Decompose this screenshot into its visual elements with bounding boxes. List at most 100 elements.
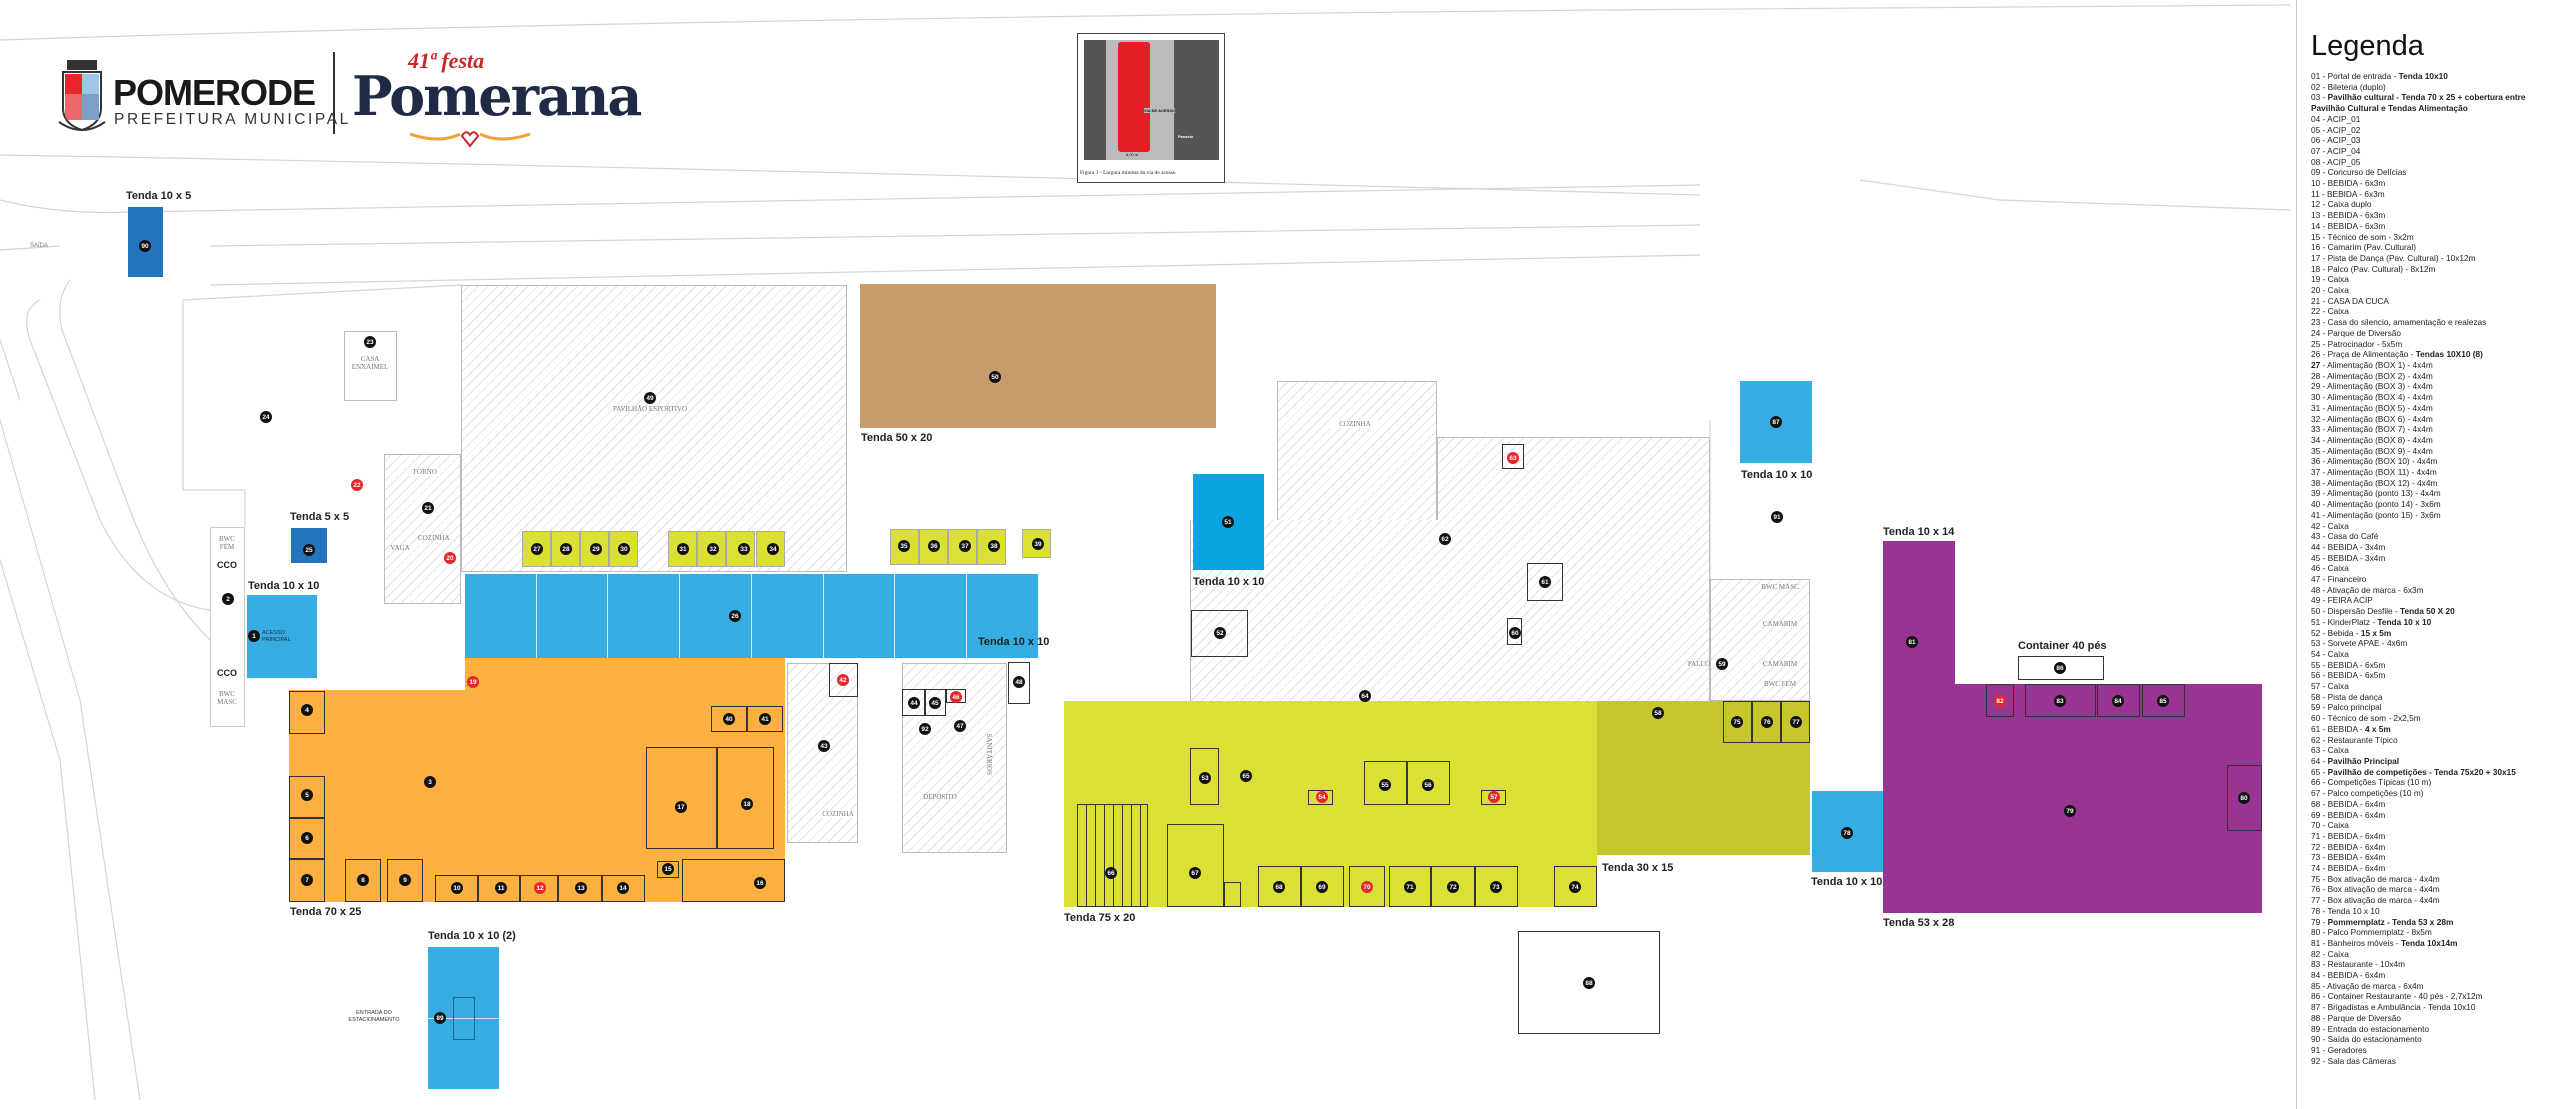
map-marker-61[interactable]: 61	[1539, 576, 1551, 588]
map-marker-68[interactable]: 68	[1273, 881, 1285, 893]
map-marker-8[interactable]: 8	[357, 874, 369, 886]
map-marker-46[interactable]: 46	[950, 691, 962, 703]
map-marker-13[interactable]: 13	[575, 882, 587, 894]
map-marker-64[interactable]: 64	[1359, 690, 1371, 702]
stand-outline	[345, 859, 381, 902]
map-marker-26[interactable]: 26	[729, 610, 741, 622]
map-marker-66[interactable]: 66	[1105, 867, 1117, 879]
map-marker-87[interactable]: 87	[1770, 416, 1782, 428]
map-marker-12[interactable]: 12	[534, 882, 546, 894]
map-marker-53[interactable]: 53	[1199, 772, 1211, 784]
map-marker-48[interactable]: 48	[1013, 676, 1025, 688]
map-marker-32[interactable]: 32	[707, 543, 719, 555]
map-marker-10[interactable]: 10	[451, 882, 463, 894]
map-marker-29[interactable]: 29	[590, 543, 602, 555]
map-marker-52[interactable]: 52	[1214, 627, 1226, 639]
map-marker-56[interactable]: 56	[1422, 779, 1434, 791]
map-marker-24[interactable]: 24	[260, 411, 272, 423]
map-marker-57[interactable]: 57	[1488, 791, 1500, 803]
map-marker-41[interactable]: 41	[759, 713, 771, 725]
map-marker-63[interactable]: 63	[1507, 452, 1519, 464]
legend-number: 16	[2311, 242, 2321, 253]
map-marker-62[interactable]: 62	[1439, 533, 1451, 545]
map-marker-40[interactable]: 40	[723, 713, 735, 725]
map-marker-21[interactable]: 21	[422, 502, 434, 514]
map-marker-16[interactable]: 16	[754, 877, 766, 889]
map-marker-11[interactable]: 11	[495, 882, 507, 894]
map-marker-83[interactable]: 83	[2054, 695, 2066, 707]
map-marker-22[interactable]: 22	[351, 479, 363, 491]
map-marker-19[interactable]: 19	[467, 676, 479, 688]
legend-bold-text: Pavilhão de competições - Tenda 75x20 + …	[2327, 766, 2516, 777]
map-marker-76[interactable]: 76	[1761, 716, 1773, 728]
map-marker-35[interactable]: 35	[898, 540, 910, 552]
map-marker-89[interactable]: 89	[434, 1012, 446, 1024]
map-marker-77[interactable]: 77	[1790, 716, 1802, 728]
map-marker-43[interactable]: 43	[818, 740, 830, 752]
map-marker-25[interactable]: 25	[303, 544, 315, 556]
legend-number: 73	[2311, 852, 2321, 863]
map-marker-50[interactable]: 50	[989, 371, 1001, 383]
map-marker-9[interactable]: 9	[399, 874, 411, 886]
map-marker-80[interactable]: 80	[2238, 792, 2250, 804]
map-marker-67[interactable]: 67	[1189, 867, 1201, 879]
map-marker-5[interactable]: 5	[301, 789, 313, 801]
map-marker-70[interactable]: 70	[1361, 881, 1373, 893]
legend-item-17: 17 - Pista de Dança (Pav. Cultural) - 10…	[2311, 252, 2476, 263]
legend-text: Alimentação (BOX 2) - 4x4m	[2327, 370, 2433, 381]
map-marker-44[interactable]: 44	[908, 697, 920, 709]
map-marker-73[interactable]: 73	[1490, 881, 1502, 893]
map-marker-15[interactable]: 15	[662, 863, 674, 875]
map-marker-2[interactable]: 2	[222, 593, 234, 605]
map-marker-92[interactable]: 92	[919, 723, 931, 735]
map-marker-45[interactable]: 45	[929, 697, 941, 709]
map-marker-59[interactable]: 59	[1716, 658, 1728, 670]
map-marker-84[interactable]: 84	[2112, 695, 2124, 707]
map-marker-38[interactable]: 38	[988, 540, 1000, 552]
map-marker-74[interactable]: 74	[1569, 881, 1581, 893]
map-marker-27[interactable]: 27	[531, 543, 543, 555]
map-marker-49[interactable]: 49	[644, 392, 656, 404]
map-marker-6[interactable]: 6	[301, 832, 313, 844]
map-marker-33[interactable]: 33	[738, 543, 750, 555]
map-marker-69[interactable]: 69	[1316, 881, 1328, 893]
legend-text: BEBIDA - 3x4m	[2327, 541, 2386, 552]
map-marker-1[interactable]: 1	[248, 630, 260, 642]
map-marker-14[interactable]: 14	[617, 882, 629, 894]
map-marker-31[interactable]: 31	[677, 543, 689, 555]
map-marker-54[interactable]: 54	[1316, 791, 1328, 803]
map-marker-58[interactable]: 58	[1652, 707, 1664, 719]
map-marker-85[interactable]: 85	[2157, 695, 2169, 707]
map-marker-88[interactable]: 88	[1583, 977, 1595, 989]
map-marker-7[interactable]: 7	[301, 874, 313, 886]
map-marker-72[interactable]: 72	[1447, 881, 1459, 893]
map-marker-51[interactable]: 51	[1222, 516, 1234, 528]
map-marker-18[interactable]: 18	[741, 798, 753, 810]
map-marker-28[interactable]: 28	[560, 543, 572, 555]
map-marker-75[interactable]: 75	[1731, 716, 1743, 728]
map-marker-79[interactable]: 79	[2064, 805, 2076, 817]
map-marker-55[interactable]: 55	[1379, 779, 1391, 791]
map-marker-81[interactable]: 81	[1906, 636, 1918, 648]
map-marker-65[interactable]: 65	[1240, 770, 1252, 782]
map-marker-60[interactable]: 60	[1509, 627, 1521, 639]
map-marker-91[interactable]: 91	[1771, 511, 1783, 523]
map-marker-34[interactable]: 34	[767, 543, 779, 555]
map-marker-37[interactable]: 37	[959, 540, 971, 552]
map-marker-86[interactable]: 86	[2054, 662, 2066, 674]
map-marker-23[interactable]: 23	[364, 336, 376, 348]
map-marker-17[interactable]: 17	[675, 801, 687, 813]
map-marker-42[interactable]: 42	[837, 674, 849, 686]
map-marker-39[interactable]: 39	[1032, 538, 1044, 550]
map-marker-78[interactable]: 78	[1841, 827, 1853, 839]
legend-item-76: 76 - Box ativação de marca - 4x4m	[2311, 884, 2440, 895]
map-marker-3[interactable]: 3	[424, 776, 436, 788]
map-marker-20[interactable]: 20	[444, 552, 456, 564]
map-marker-82[interactable]: 82	[1994, 695, 2006, 707]
map-marker-36[interactable]: 36	[928, 540, 940, 552]
map-marker-71[interactable]: 71	[1404, 881, 1416, 893]
map-marker-90[interactable]: 90	[139, 240, 151, 252]
map-marker-30[interactable]: 30	[618, 543, 630, 555]
map-marker-47[interactable]: 47	[954, 720, 966, 732]
map-marker-4[interactable]: 4	[301, 704, 313, 716]
